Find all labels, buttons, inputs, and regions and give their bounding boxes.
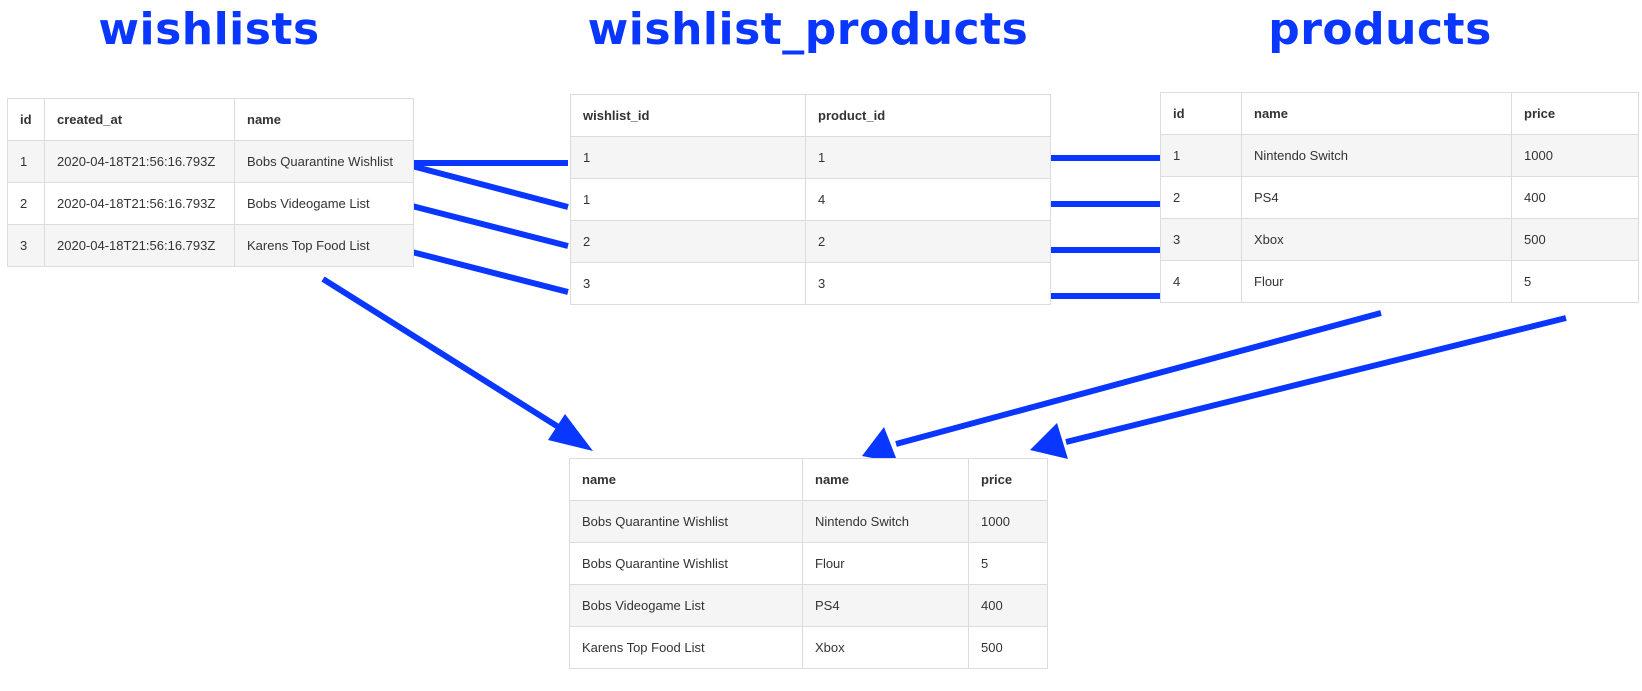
table-row: 2 2020-04-18T21:56:16.793Z Bobs Videogam… <box>7 182 414 225</box>
arrow-head <box>1030 423 1068 459</box>
link-line <box>411 249 569 295</box>
link-line <box>411 163 569 210</box>
link-line <box>411 203 569 249</box>
products-table: id name price 1 Nintendo Switch 1000 2 P… <box>1160 92 1639 303</box>
cell-name: Flour <box>1241 260 1512 303</box>
title-wishlists: wishlists <box>98 4 320 55</box>
table-row: 3 2020-04-18T21:56:16.793Z Karens Top Fo… <box>7 224 414 267</box>
result-table: name name price Bobs Quarantine Wishlist… <box>569 458 1048 669</box>
cell-id: 2 <box>1160 176 1242 219</box>
table-row: 2 2 <box>570 220 1051 263</box>
cell-price: 500 <box>1511 218 1639 261</box>
table-row: Bobs Videogame List PS4 400 <box>569 584 1048 627</box>
cell-wishlist-id: 3 <box>570 262 806 305</box>
table-row: 3 Xbox 500 <box>1160 218 1639 261</box>
column-header-product-name: name <box>802 458 969 501</box>
table-row: 4 Flour 5 <box>1160 260 1639 303</box>
cell-id: 3 <box>1160 218 1242 261</box>
arrow-shaft <box>895 310 1382 447</box>
cell-product-name: Nintendo Switch <box>802 500 969 543</box>
arrow-head <box>548 414 593 451</box>
cell-wishlist-name: Karens Top Food List <box>569 626 803 669</box>
cell-wishlist-name: Bobs Videogame List <box>569 584 803 627</box>
table-row: 1 2020-04-18T21:56:16.793Z Bobs Quaranti… <box>7 140 414 183</box>
cell-name: Bobs Quarantine Wishlist <box>234 140 414 183</box>
column-header-name: name <box>234 98 414 141</box>
cell-name: PS4 <box>1241 176 1512 219</box>
table-row: 1 4 <box>570 178 1051 221</box>
title-products: products <box>1268 4 1492 55</box>
cell-created-at: 2020-04-18T21:56:16.793Z <box>44 224 235 267</box>
table-row: Bobs Quarantine Wishlist Flour 5 <box>569 542 1048 585</box>
cell-wishlist-name: Bobs Quarantine Wishlist <box>569 500 803 543</box>
cell-price: 500 <box>968 626 1048 669</box>
table-row: 1 Nintendo Switch 1000 <box>1160 134 1639 177</box>
cell-price: 5 <box>968 542 1048 585</box>
cell-wishlist-id: 2 <box>570 220 806 263</box>
cell-id: 2 <box>7 182 45 225</box>
cell-name: Karens Top Food List <box>234 224 414 267</box>
cell-product-id: 4 <box>805 178 1051 221</box>
wishlist-products-table: wishlist_id product_id 1 1 1 4 2 2 3 3 <box>570 94 1051 305</box>
cell-product-name: Xbox <box>802 626 969 669</box>
cell-name: Bobs Videogame List <box>234 182 414 225</box>
column-header-id: id <box>7 98 45 141</box>
table-header-row: id created_at name <box>7 98 414 141</box>
cell-name: Nintendo Switch <box>1241 134 1512 177</box>
cell-wishlist-name: Bobs Quarantine Wishlist <box>569 542 803 585</box>
cell-product-name: PS4 <box>802 584 969 627</box>
cell-product-id: 2 <box>805 220 1051 263</box>
arrow-shaft <box>1065 315 1567 445</box>
cell-wishlist-id: 1 <box>570 178 806 221</box>
wishlists-table: id created_at name 1 2020-04-18T21:56:16… <box>7 98 414 267</box>
column-header-created-at: created_at <box>44 98 235 141</box>
cell-id: 1 <box>7 140 45 183</box>
column-header-id: id <box>1160 92 1242 135</box>
cell-name: Xbox <box>1241 218 1512 261</box>
cell-created-at: 2020-04-18T21:56:16.793Z <box>44 140 235 183</box>
cell-id: 1 <box>1160 134 1242 177</box>
column-header-product-id: product_id <box>805 94 1051 137</box>
title-wishlist-products: wishlist_products <box>587 4 1029 55</box>
cell-id: 4 <box>1160 260 1242 303</box>
column-header-name: name <box>1241 92 1512 135</box>
column-header-wishlist-name: name <box>569 458 803 501</box>
table-row: Karens Top Food List Xbox 500 <box>569 626 1048 669</box>
cell-price: 1000 <box>1511 134 1639 177</box>
table-header-row: name name price <box>569 458 1048 501</box>
column-header-price: price <box>968 458 1048 501</box>
cell-product-id: 1 <box>805 136 1051 179</box>
cell-price: 400 <box>968 584 1048 627</box>
cell-product-name: Flour <box>802 542 969 585</box>
cell-price: 5 <box>1511 260 1639 303</box>
arrow-shaft <box>321 276 562 431</box>
table-header-row: id name price <box>1160 92 1639 135</box>
table-row: Bobs Quarantine Wishlist Nintendo Switch… <box>569 500 1048 543</box>
cell-wishlist-id: 1 <box>570 136 806 179</box>
cell-product-id: 3 <box>805 262 1051 305</box>
table-row: 2 PS4 400 <box>1160 176 1639 219</box>
cell-price: 1000 <box>968 500 1048 543</box>
column-header-price: price <box>1511 92 1639 135</box>
table-header-row: wishlist_id product_id <box>570 94 1051 137</box>
table-row: 1 1 <box>570 136 1051 179</box>
table-row: 3 3 <box>570 262 1051 305</box>
cell-created-at: 2020-04-18T21:56:16.793Z <box>44 182 235 225</box>
column-header-wishlist-id: wishlist_id <box>570 94 806 137</box>
cell-id: 3 <box>7 224 45 267</box>
cell-price: 400 <box>1511 176 1639 219</box>
